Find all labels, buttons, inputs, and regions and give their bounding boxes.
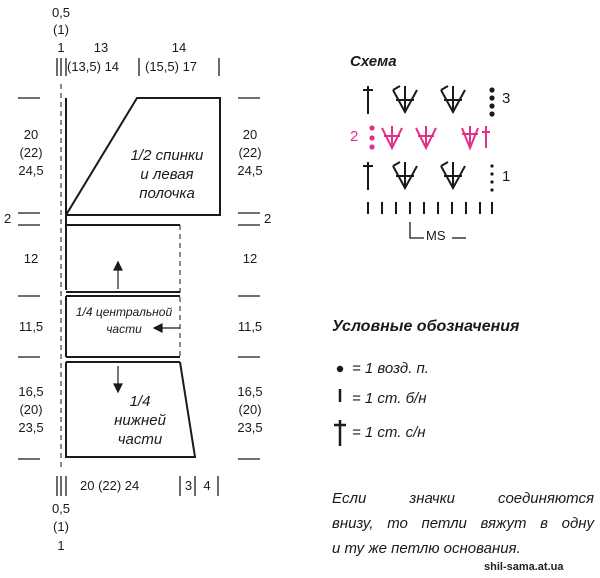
left-dim-lines	[18, 97, 40, 460]
schema-row-2	[369, 125, 490, 151]
right-height-bottom: 16,5 (20) 23,5	[237, 384, 263, 435]
top-ticks	[56, 58, 220, 76]
left-height-lower-mid: 11,5	[18, 319, 44, 334]
bottom-dim-small-a: 3	[184, 478, 193, 493]
right-height-neck: 2	[264, 211, 272, 226]
bottom-ticks	[56, 476, 219, 496]
ms-bracket	[409, 222, 424, 239]
dc-icon	[334, 420, 346, 446]
left-height-neck: 2	[4, 211, 12, 226]
top-dim-mid-a: 13	[93, 40, 109, 55]
bottom-dim-small-b: 4	[203, 478, 211, 493]
schema-row-2-label: 2	[350, 128, 359, 145]
schema-row-3	[363, 85, 466, 115]
schema-row-1	[363, 161, 466, 191]
label-center: 1/4 центральной части	[75, 305, 173, 336]
schema-row-3-dots	[489, 87, 495, 117]
schema-row-1-label: 1	[502, 168, 511, 185]
bottom-dim-under-1: 0,5	[51, 501, 71, 516]
right-height-lower-mid: 11,5	[237, 319, 263, 334]
legend-item-3: = 1 ст. с/н	[352, 424, 426, 441]
legend-item-2: = 1 ст. б/н	[352, 390, 427, 407]
schema-row-1-dots	[490, 164, 494, 192]
right-dim-lines	[238, 97, 260, 460]
schema-row-3-label: 3	[502, 90, 511, 107]
dot-icon	[336, 365, 344, 373]
left-height-upper-mid: 12	[23, 251, 39, 266]
top-dim-mid-c: 14	[171, 40, 187, 55]
top-dim-mid-d: (15,5) 17	[145, 59, 198, 74]
right-height-top: 20 (22) 24,5	[237, 127, 263, 178]
left-height-top: 20 (22) 24,5	[18, 127, 44, 178]
bottom-dim-under-2: (1)	[53, 519, 69, 534]
label-back-front: 1/2 спинки и левая полочка	[130, 147, 204, 202]
label-lower: 1/4 нижней части	[114, 393, 166, 448]
top-dim-left-2: (1)	[53, 22, 69, 37]
bottom-dim-under-3: 1	[57, 538, 65, 553]
top-dim-left-3: 1	[57, 40, 65, 55]
legend-item-1: = 1 возд. п.	[352, 360, 429, 377]
right-height-upper-mid: 12	[242, 251, 258, 266]
ms-label: MS	[426, 228, 446, 243]
watermark: shil-sama.at.ua	[484, 561, 564, 573]
bottom-dim-main: 20 (22) 24	[80, 478, 140, 493]
top-dim-left-1: 0,5	[51, 5, 71, 20]
top-dim-mid-b: (13,5) 14	[67, 59, 120, 74]
schema-title: Схема	[350, 53, 397, 70]
arrows	[113, 260, 180, 394]
pattern-outline	[65, 97, 221, 458]
schema-base-row	[367, 202, 493, 214]
legend-note: Если значки соединяются внизу, то петли …	[332, 490, 594, 557]
left-height-bottom: 16,5 (20) 23,5	[18, 384, 44, 435]
legend-title: Условные обозначения	[332, 318, 520, 335]
